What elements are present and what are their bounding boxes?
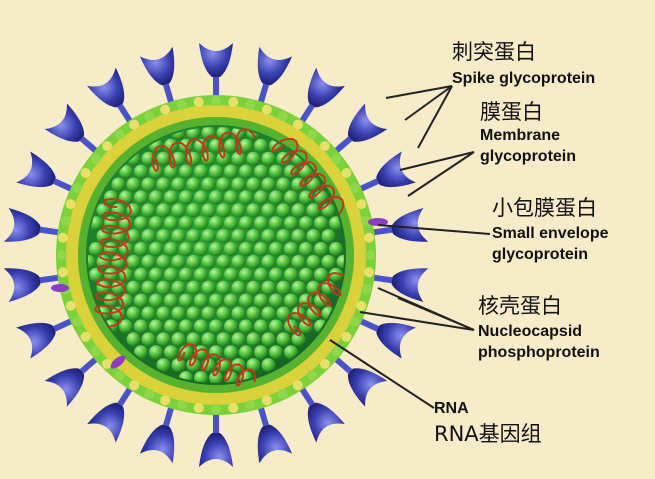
membrane-glycoprotein-ring xyxy=(57,96,375,414)
spike-glycoprotein xyxy=(139,401,176,464)
spike-glycoprotein xyxy=(139,46,176,109)
nucleocapsid-label-en-2: phosphoprotein xyxy=(478,344,600,361)
spike-glycoprotein xyxy=(16,316,78,359)
spike-glycoprotein xyxy=(354,151,416,194)
spike-glycoprotein xyxy=(44,103,102,157)
spike-glycoprotein xyxy=(296,67,345,128)
spike-glycoprotein xyxy=(368,268,429,302)
spike-label-zh: 刺突蛋白 xyxy=(452,40,536,64)
spike-glycoprotein xyxy=(44,353,102,407)
membrane-label-en-2: glycoprotein xyxy=(480,148,577,165)
spike-glycoprotein xyxy=(3,208,64,242)
envelope-label-en-2: glycoprotein xyxy=(492,246,589,263)
rna-label-zh: RNA基因组 xyxy=(434,422,542,446)
membrane-label-en-1: Membrane xyxy=(480,127,561,144)
spike-glycoprotein xyxy=(354,316,416,359)
spike-glycoprotein xyxy=(296,382,345,443)
spike-glycoprotein xyxy=(256,46,293,109)
spike-glycoprotein xyxy=(87,67,136,128)
nucleocapsid-label-en-1: Nucleocapsid xyxy=(478,323,583,340)
rna-genome-coil xyxy=(93,128,345,387)
spike-glycoprotein xyxy=(256,401,293,464)
spike-glycoprotein xyxy=(330,353,388,407)
spike-glycoprotein-ring xyxy=(3,43,429,467)
spike-glycoprotein xyxy=(199,409,233,467)
spike-label-en: Spike glycoprotein xyxy=(452,70,596,87)
spike-glycoprotein xyxy=(199,43,233,101)
envelope-label-en-1: Small envelope xyxy=(492,225,609,242)
spike-glycoprotein xyxy=(16,151,78,194)
spike-glycoprotein xyxy=(3,268,64,302)
envelope-label-zh: 小包膜蛋白 xyxy=(492,196,597,220)
small-envelope-protein-marks xyxy=(51,218,388,369)
nucleocapsid-label-zh: 核壳蛋白 xyxy=(478,294,562,318)
spike-glycoprotein xyxy=(330,103,388,157)
spike-glycoprotein xyxy=(87,382,136,443)
rna-label-en: RNA xyxy=(434,400,469,417)
membrane-label-zh: 膜蛋白 xyxy=(480,100,543,124)
pointer-lines xyxy=(329,85,491,409)
